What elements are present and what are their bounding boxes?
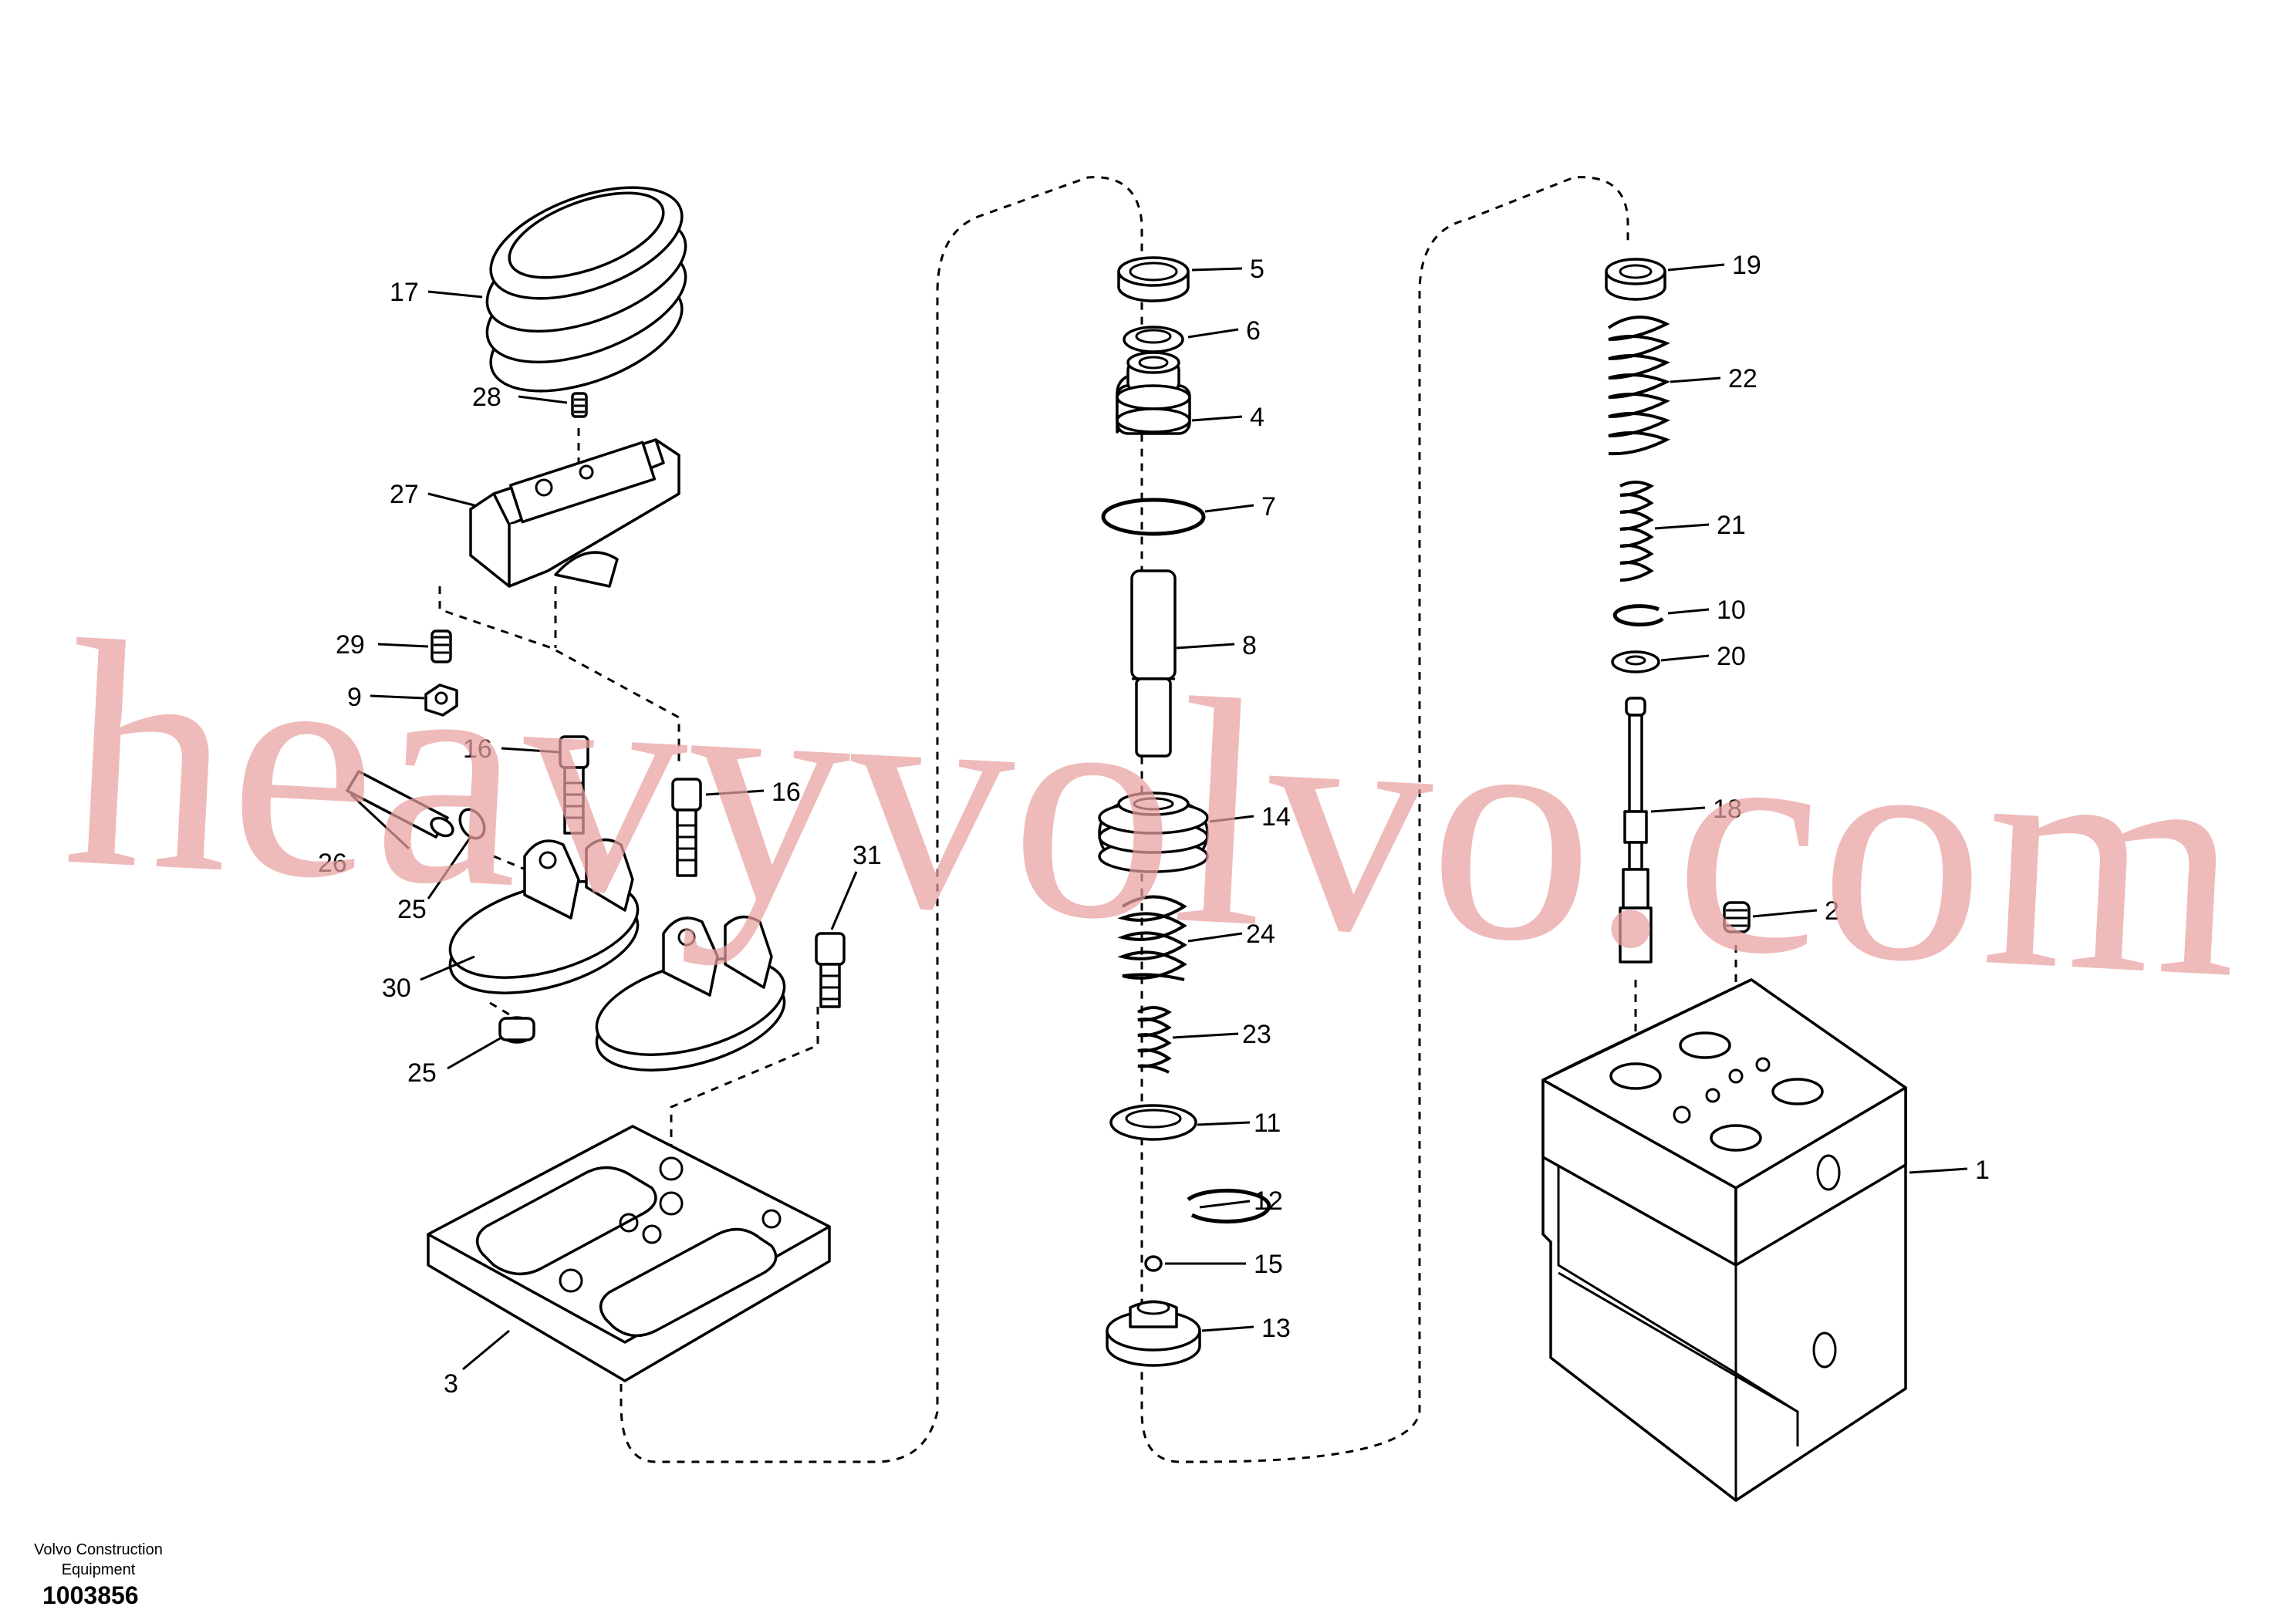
- part-29-set-screw: [430, 629, 452, 663]
- callout-10: 10: [1717, 596, 1746, 625]
- callout-6: 6: [1246, 316, 1261, 346]
- callout-7: 7: [1261, 492, 1276, 521]
- callout-1: 1: [1975, 1156, 1990, 1185]
- callout-31: 31: [853, 841, 882, 870]
- company-name-line1: Volvo Construction: [34, 1541, 163, 1558]
- part-19-cap: [1605, 258, 1666, 301]
- part-2-plug: [1723, 901, 1751, 933]
- callout-19: 19: [1732, 251, 1761, 280]
- part-8-push-rod: [1130, 569, 1177, 758]
- callout-28: 28: [472, 383, 501, 412]
- callout-26: 26: [318, 849, 347, 878]
- part-20-washer: [1611, 650, 1660, 673]
- callout-labels: 17 28 27 29 9 16 16 26 25 30 31 25 3 5 6…: [318, 251, 1990, 1399]
- callout-4: 4: [1250, 403, 1264, 432]
- callout-16-right: 16: [772, 778, 801, 807]
- company-name: Volvo Construction Equipment: [23, 1540, 174, 1580]
- part-14-spring-seat: [1098, 791, 1209, 873]
- callout-14: 14: [1261, 802, 1291, 832]
- part-25-bushing-upper: [458, 808, 486, 840]
- part-31-bolt: [815, 932, 846, 1008]
- company-name-line2: Equipment: [61, 1561, 136, 1578]
- part-11-washer: [1109, 1104, 1197, 1141]
- drawing-number: 1003856: [42, 1581, 139, 1609]
- callout-18: 18: [1713, 795, 1742, 824]
- part-28-set-screw: [571, 392, 588, 418]
- part-17-rubber-boot: [485, 186, 687, 393]
- callout-15: 15: [1254, 1250, 1283, 1279]
- callout-24: 24: [1246, 920, 1275, 949]
- callout-13: 13: [1261, 1314, 1291, 1343]
- part-5-seal: [1117, 256, 1190, 302]
- part-22-spring-outer: [1607, 316, 1670, 456]
- part-27-cam-plate: [469, 438, 680, 588]
- part-24-spring-outer: [1117, 895, 1187, 981]
- callout-9: 9: [347, 683, 362, 712]
- part-25-bushing-lower: [498, 1016, 535, 1044]
- part-4-plug: [1116, 351, 1191, 435]
- callout-25-upper: 25: [397, 895, 427, 924]
- part-21-spring-inner: [1619, 481, 1655, 582]
- part-15-ball: [1144, 1255, 1163, 1272]
- part-30-pusher-right: [595, 915, 786, 1072]
- part-16-bolt-left: [559, 735, 589, 835]
- callout-17: 17: [390, 278, 419, 307]
- part-12-snap-ring: [1187, 1188, 1271, 1223]
- leader-lines: [349, 263, 1968, 1371]
- part-26-pin: [346, 770, 454, 839]
- callout-16-left: 16: [463, 734, 492, 764]
- callout-11: 11: [1254, 1109, 1281, 1138]
- callout-30: 30: [382, 974, 411, 1003]
- callout-23: 23: [1242, 1020, 1271, 1049]
- part-9-nut: [424, 683, 458, 717]
- callout-21: 21: [1717, 511, 1746, 540]
- callout-3: 3: [444, 1369, 458, 1399]
- part-30-pusher-left: [448, 838, 640, 994]
- callout-29: 29: [336, 630, 365, 660]
- part-6-washer: [1123, 326, 1184, 353]
- part-7-o-ring: [1101, 498, 1206, 536]
- part-16-bolt-right: [671, 778, 702, 877]
- part-3-base-plate: [427, 1125, 831, 1382]
- part-10-washer: [1612, 604, 1664, 627]
- callout-20: 20: [1717, 642, 1746, 671]
- part-18-spool: [1619, 697, 1653, 964]
- part-23-spring-inner: [1136, 1006, 1172, 1074]
- callout-2: 2: [1825, 896, 1839, 926]
- callout-27: 27: [390, 480, 419, 509]
- part-1-valve-body: [1541, 978, 1907, 1502]
- callout-8: 8: [1242, 631, 1257, 660]
- callout-22: 22: [1728, 364, 1757, 393]
- callout-25-lower: 25: [407, 1058, 437, 1088]
- part-13-retainer: [1106, 1300, 1201, 1367]
- callout-12: 12: [1254, 1186, 1283, 1216]
- callout-5: 5: [1250, 255, 1264, 284]
